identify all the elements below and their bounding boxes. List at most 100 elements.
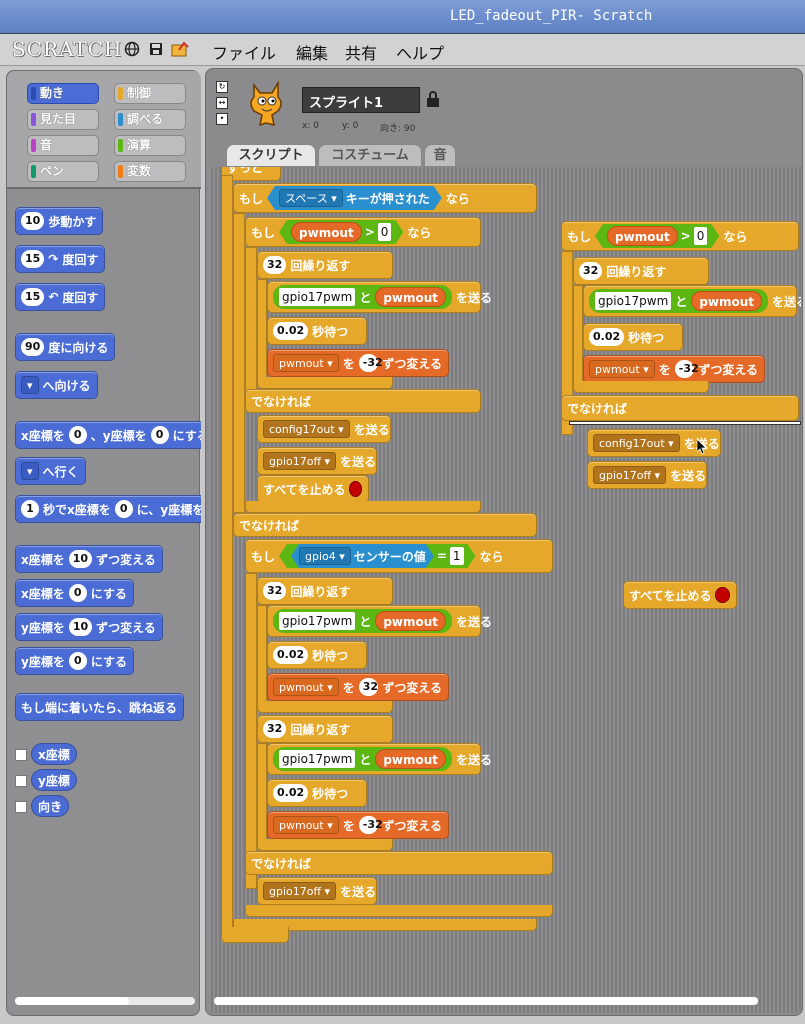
reporter-y-position[interactable]: y座標 (31, 769, 77, 791)
block-stop-all[interactable]: すべてを止める (257, 475, 369, 503)
globe-icon[interactable] (122, 39, 142, 59)
if-pwmout-foot (245, 501, 481, 513)
repeat-loose-arm (573, 285, 583, 385)
menu-help[interactable]: ヘルプ (396, 44, 445, 63)
reporter-x-position[interactable]: x座標 (31, 743, 77, 765)
category-variables[interactable]: 変数 (114, 161, 186, 182)
mouse-cursor-icon (697, 439, 707, 455)
checkbox-x-position[interactable] (15, 749, 27, 761)
scripts-area[interactable]: ずっと もし スペース ▾キーが押された なら もし pwmout>0 なら 3… (209, 167, 801, 1013)
repeat-b-arm (257, 605, 267, 705)
category-control[interactable]: 制御 (114, 83, 186, 104)
if-key-arm (233, 213, 245, 513)
menu-edit[interactable]: 編集 (296, 44, 329, 63)
block-turn-ccw[interactable]: 15↶度回す (15, 283, 106, 311)
block-else-loose: でなければ (561, 395, 799, 421)
scripts-hscrollbar[interactable] (214, 997, 758, 1005)
block-broadcast-off-drag[interactable]: gpio17off ▾を送る (587, 461, 707, 489)
category-selector: 動き 制御 見た目 調べる 音 演算 ペン 変数 (7, 71, 201, 189)
repeat-c-arm (257, 743, 267, 843)
checkbox-direction[interactable] (15, 801, 27, 813)
lock-icon[interactable] (426, 91, 440, 107)
tab-scripts[interactable]: スクリプト (226, 144, 316, 167)
sprite-name-field[interactable]: スプライト1 (302, 87, 420, 113)
menu-share[interactable]: 共有 (345, 44, 378, 63)
category-looks[interactable]: 見た目 (27, 109, 99, 130)
block-broadcast-config[interactable]: config17out ▾を送る (257, 415, 391, 443)
flip-style-icon[interactable]: ↔ (216, 97, 228, 109)
block-else: でなければ (245, 389, 481, 413)
block-stop-all-loose[interactable]: すべてを止める (623, 581, 737, 609)
category-operators[interactable]: 演算 (114, 135, 186, 156)
block-if-pwmout[interactable]: もし pwmout>0 なら (245, 217, 481, 247)
block-if-sensor[interactable]: もし gpio4 ▾センサーの値=1 なら (245, 539, 553, 573)
repeat-c-foot (257, 839, 393, 851)
palette-scrollbar[interactable] (15, 997, 195, 1005)
forever-arm (221, 175, 233, 933)
category-sensing[interactable]: 調べる (114, 109, 186, 130)
block-forever[interactable]: ずっと (221, 167, 281, 181)
repeat-b-foot (257, 701, 393, 713)
repeat-foot (257, 377, 393, 389)
sprite-x-readout: x: 0 (302, 121, 319, 131)
drop-indicator (569, 421, 801, 425)
if-sensor-foot (245, 905, 553, 917)
category-motion[interactable]: 動き (27, 83, 99, 104)
share-icon[interactable] (170, 39, 190, 59)
block-if-key[interactable]: もし スペース ▾キーが押された なら (233, 183, 537, 213)
block-broadcast-config-drag[interactable]: config17out ▾を送る (587, 429, 721, 457)
sprite-direction-readout: 向き: 90 (380, 124, 416, 134)
menu-file[interactable]: ファイル (212, 44, 277, 63)
block-bounce[interactable]: もし端に着いたら、跳ね返る (15, 693, 185, 721)
palette-scroll-thumb[interactable] (15, 997, 129, 1005)
tab-sounds[interactable]: 音 (424, 144, 456, 167)
window-titlebar: LED_fadeout_PIR- Scratch (0, 0, 805, 34)
reporter-direction[interactable]: 向き (31, 795, 70, 817)
block-point-towards[interactable]: ▾へ向ける (15, 371, 98, 399)
checkbox-y-position[interactable] (15, 775, 27, 787)
tab-costumes[interactable]: コスチューム (318, 144, 422, 167)
block-broadcast-off[interactable]: gpio17off ▾を送る (257, 447, 377, 475)
block-turn-cw[interactable]: 15↷度回す (15, 245, 106, 273)
block-broadcast-off-b[interactable]: gpio17off ▾を送る (257, 877, 377, 905)
block-if-pwmout-loose[interactable]: もし pwmout>0 なら (561, 221, 799, 251)
block-goto[interactable]: ▾へ行く (15, 457, 86, 485)
category-sound[interactable]: 音 (27, 135, 99, 156)
repeat-arm (257, 279, 267, 379)
scripts-scroll-thumb[interactable] (214, 997, 758, 1005)
rotate-style-icon[interactable]: ↻ (216, 81, 228, 93)
save-icon[interactable] (146, 39, 166, 59)
sprite-editor: ↻ ↔ • スプライト1 x: 0 y: 0 向き: 90 スクリプト コスチュ… (205, 68, 803, 1016)
no-rotate-icon[interactable]: • (216, 113, 228, 125)
category-pen[interactable]: ペン (27, 161, 99, 182)
sprite-y-readout: y: 0 (342, 121, 359, 131)
window-title: LED_fadeout_PIR- Scratch (450, 8, 653, 24)
scratch-logo: SCRATCH (12, 37, 123, 61)
